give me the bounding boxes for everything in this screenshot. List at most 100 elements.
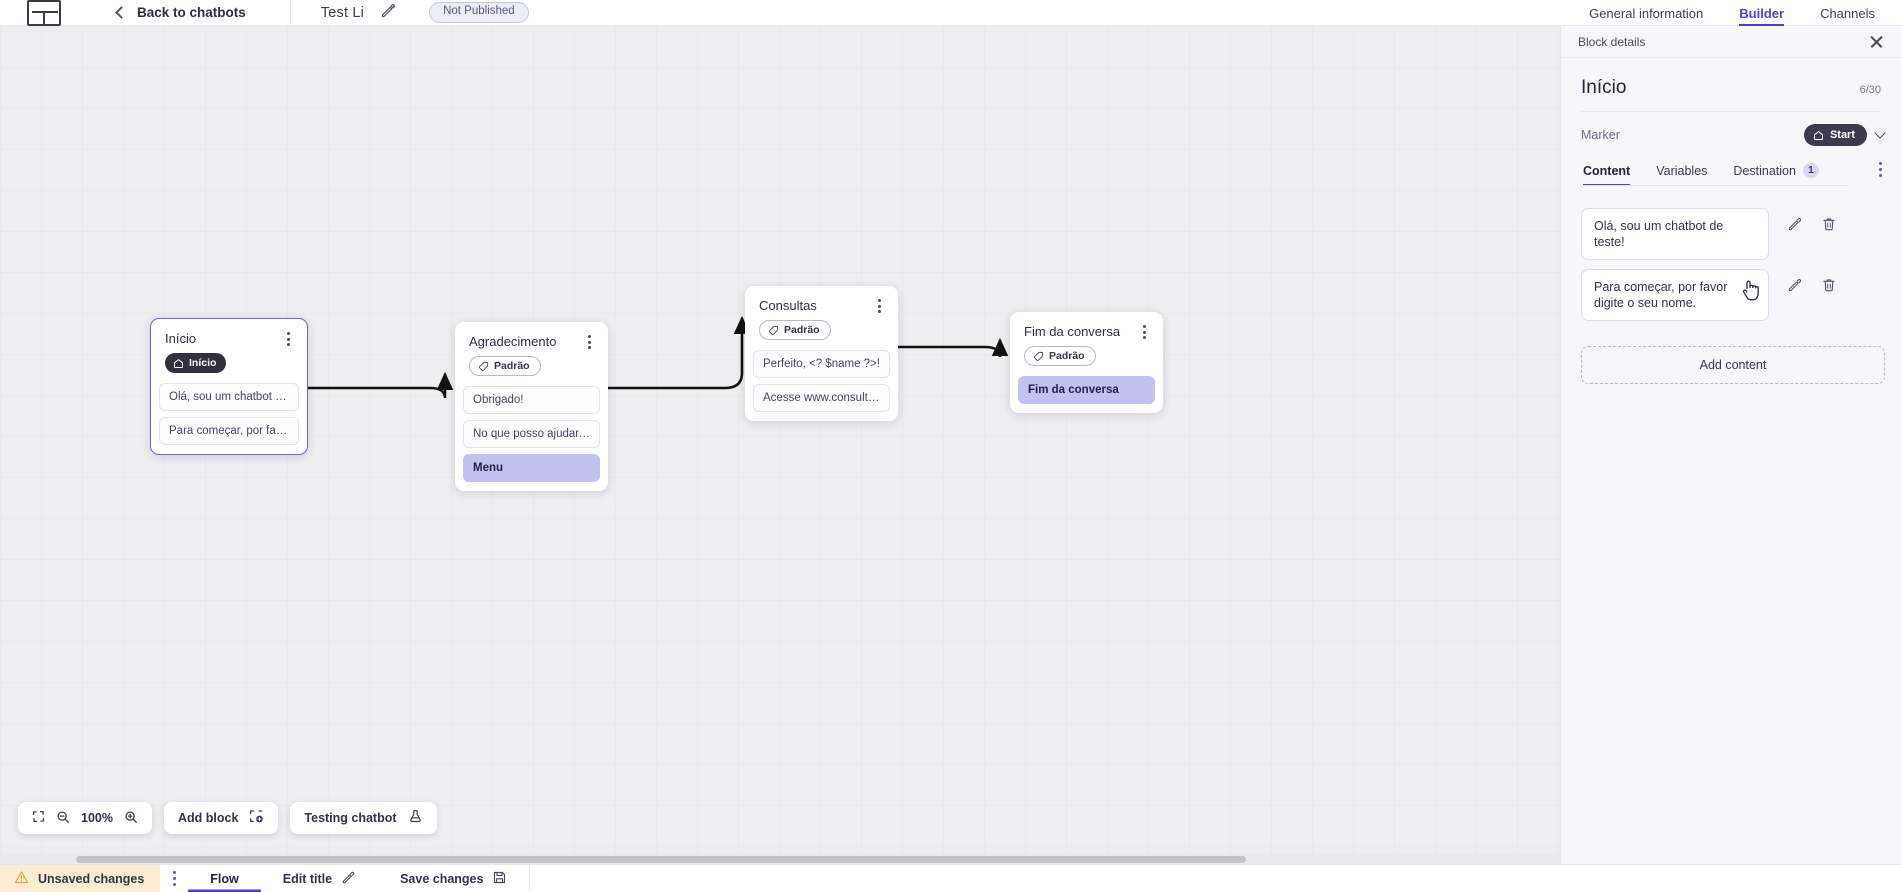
node-menu-button[interactable] [582, 334, 596, 350]
node-message[interactable]: Olá, sou um chatbot de teste! [159, 383, 299, 411]
content-item-actions [1787, 277, 1837, 298]
node-tag-default: Padrão [1024, 346, 1096, 366]
node-tag-label: Padrão [784, 324, 820, 336]
zoom-out-icon[interactable] [56, 810, 70, 827]
chevron-down-icon [1874, 127, 1886, 139]
testing-chatbot-button[interactable]: Testing chatbot [290, 802, 437, 834]
panel-tabs: Content Variables Destination 1 [1561, 146, 1901, 186]
add-content-button[interactable]: Add content [1581, 346, 1885, 384]
status-bar: Unsaved changes Flow Edit title Save cha… [0, 864, 1901, 892]
home-icon [174, 358, 183, 368]
node-menu-button[interactable] [281, 331, 295, 347]
status-tab-flow[interactable]: Flow [188, 865, 260, 892]
node-message[interactable]: Fim da conversa [1018, 376, 1155, 404]
zoom-controls: 100% [18, 802, 152, 834]
pencil-icon[interactable] [1787, 277, 1803, 298]
node-header: Fim da conversa Padrão [1010, 312, 1163, 376]
node-header: Início Início [151, 319, 307, 383]
tab-content[interactable]: Content [1583, 164, 1630, 186]
node-message[interactable]: Para começar, por favor digite o ... [159, 417, 299, 445]
close-icon[interactable] [1869, 34, 1884, 49]
content-item: Para começar, por favor digite o seu nom… [1581, 269, 1885, 321]
fit-screen-icon[interactable] [32, 810, 45, 826]
node-messages: Olá, sou um chatbot de teste! Para começ… [151, 383, 307, 454]
node-message[interactable]: Perfeito, <? $name ?>! [753, 350, 890, 378]
vtex-logo[interactable] [26, 0, 62, 26]
pencil-icon[interactable] [1787, 216, 1803, 237]
destination-count-badge: 1 [1802, 163, 1819, 178]
tab-content-label: Content [1583, 164, 1631, 178]
node-header: Agradecimento Padrão [455, 322, 608, 386]
publish-status-badge: Not Published [429, 2, 529, 23]
trash-icon[interactable] [1821, 277, 1837, 298]
marker-select[interactable]: Start [1803, 124, 1886, 146]
node-message[interactable]: Acesse www.consultas.com par... [753, 384, 890, 412]
status-bar-divider [529, 865, 531, 892]
tag-icon [1033, 351, 1044, 361]
canvas-horizontal-scrollbar[interactable] [0, 854, 1560, 864]
unsaved-changes-indicator: Unsaved changes [0, 865, 161, 892]
node-message[interactable]: No que posso ajudar, <? $name ... [463, 420, 600, 448]
zoom-in-icon[interactable] [124, 810, 138, 827]
node-messages: Obrigado! No que posso ajudar, <? $name … [455, 386, 608, 491]
node-message[interactable]: Obrigado! [463, 386, 600, 414]
tab-variables[interactable]: Variables [1656, 164, 1707, 186]
pencil-icon [341, 870, 356, 888]
flow-label: Flow [210, 871, 239, 886]
content-item-actions [1787, 216, 1837, 237]
back-to-chatbots-label: Back to chatbots [137, 5, 246, 20]
node-message-menu[interactable]: Menu [463, 454, 600, 482]
tab-builder[interactable]: Builder [1739, 0, 1784, 26]
save-disk-icon [492, 870, 507, 888]
flow-node-consultas[interactable]: Consultas Padrão Perfeito, <? $name ?>! … [745, 286, 898, 421]
trash-icon[interactable] [1821, 216, 1837, 237]
node-tag-default: Padrão [469, 356, 541, 376]
add-content-label: Add content [1699, 358, 1767, 372]
node-title: Agradecimento [469, 334, 557, 349]
marker-badge: Start [1803, 124, 1867, 146]
char-counter: 6/30 [1859, 84, 1881, 96]
save-changes-label: Save changes [400, 871, 484, 886]
panel-overflow-menu-button[interactable] [1873, 162, 1887, 177]
tab-channels[interactable]: Channels [1820, 5, 1875, 21]
edit-title-button[interactable]: Edit title [261, 865, 378, 892]
node-menu-button[interactable] [872, 298, 886, 314]
header-tabs: General information Builder Channels [1589, 0, 1875, 26]
unsaved-changes-label: Unsaved changes [38, 871, 145, 886]
node-messages: Perfeito, <? $name ?>! Acesse www.consul… [745, 350, 898, 421]
panel-title-row: Início 6/30 [1561, 58, 1901, 99]
panel-header: Block details [1561, 26, 1901, 58]
node-menu-button[interactable] [1137, 324, 1151, 340]
flow-node-agradecimento[interactable]: Agradecimento Padrão Obrigado! No que po… [455, 322, 608, 491]
scrollbar-thumb[interactable] [76, 856, 1246, 863]
add-block-label: Add block [177, 811, 239, 825]
panel-header-title: Block details [1578, 34, 1646, 49]
tab-general-information[interactable]: General information [1589, 5, 1704, 21]
app-header: Back to chatbots Test Li Not Published G… [0, 0, 1901, 26]
node-title: Fim da conversa [1024, 324, 1121, 339]
node-tag-label: Padrão [494, 360, 530, 372]
edit-title-pencil-icon[interactable] [380, 2, 397, 24]
save-changes-button[interactable]: Save changes [378, 865, 529, 892]
add-block-icon [249, 809, 264, 827]
block-title: Início [1581, 77, 1627, 98]
testing-chatbot-label: Testing chatbot [304, 811, 397, 825]
flow-node-inicio[interactable]: Início Início Olá, sou um chatbot de tes… [150, 318, 308, 455]
tabs-underline [1583, 185, 1849, 186]
flow-canvas[interactable]: Início Início Olá, sou um chatbot de tes… [0, 26, 1560, 864]
mouse-cursor-pointer [1741, 278, 1761, 309]
content-text[interactable]: Olá, sou um chatbot de teste! [1581, 208, 1769, 260]
canvas-toolbar: 100% Add block [18, 802, 437, 834]
tag-icon [478, 361, 489, 371]
status-bar-menu-button[interactable] [160, 865, 188, 892]
content-item: Olá, sou um chatbot de teste! [1581, 208, 1885, 260]
flask-icon [408, 809, 423, 827]
bot-title: Test Li [320, 4, 365, 21]
content-text[interactable]: Para começar, por favor digite o seu nom… [1581, 269, 1769, 321]
tab-destination[interactable]: Destination 1 [1733, 163, 1819, 186]
add-block-button[interactable]: Add block [163, 802, 279, 834]
flow-node-fim-da-conversa[interactable]: Fim da conversa Padrão Fim da conversa [1010, 312, 1163, 413]
back-to-chatbots-button[interactable]: Back to chatbots [115, 5, 246, 20]
marker-value: Start [1829, 129, 1855, 141]
node-tag-label: Padrão [1049, 350, 1085, 362]
